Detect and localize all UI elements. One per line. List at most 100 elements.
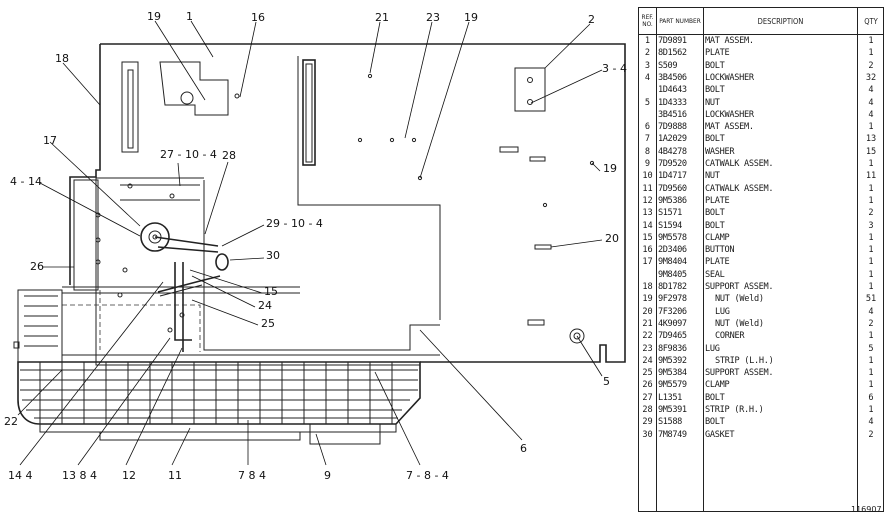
callout-label: 1 — [186, 10, 193, 23]
description-cell: SUPPORT ASSEM. — [705, 282, 774, 292]
qty-cell: 1 — [868, 232, 874, 243]
callout-label: 7 - 8 - 4 — [406, 469, 449, 482]
qty-cell: 2 — [868, 208, 874, 219]
ref-no-cell: 30 — [642, 429, 653, 440]
ref-no-cell: 6 — [644, 122, 651, 133]
qty-cell: 32 — [865, 72, 877, 83]
description-cell: PLATE — [705, 48, 730, 59]
description-cell: LUG — [705, 343, 720, 354]
description-cell: BOLT — [705, 417, 725, 428]
qty-cell: 1 — [868, 355, 874, 366]
part-number-cell: 7M8749 — [658, 429, 687, 440]
description-cell: NUT (Weld) — [715, 318, 764, 329]
ref-no-cell: 26 — [642, 380, 653, 391]
description-cell: PLATE — [705, 257, 730, 268]
callout-label: 19 — [603, 162, 617, 175]
qty-cell: 4 — [868, 109, 874, 120]
part-number-cell: 7D9520 — [658, 159, 687, 169]
callout-label: 25 — [261, 317, 275, 330]
part-number-cell: S509 — [658, 60, 678, 71]
ref-no-cell: 4 — [644, 72, 651, 83]
callout-label: 3 - 4 — [602, 62, 627, 75]
description-cell: BOLT — [705, 220, 725, 231]
column-divider — [656, 8, 657, 511]
ref-no-cell: 18 — [642, 282, 653, 292]
description-cell: PLATE — [705, 195, 730, 206]
qty-cell: 1 — [868, 195, 874, 206]
description-cell: BOLT — [705, 208, 725, 219]
ref-no-cell: 1 — [644, 36, 651, 46]
qty-cell: 1 — [868, 368, 874, 379]
qty-cell: 4 — [868, 306, 874, 317]
description-cell: MAT ASSEM. — [705, 122, 754, 133]
part-number-cell: 9M5578 — [658, 232, 687, 243]
part-number-cell: 4B4278 — [658, 146, 687, 157]
callout-label: 2 — [588, 13, 595, 26]
callout-label: 28 — [222, 149, 236, 162]
column-divider — [857, 8, 858, 511]
ref-no-cell: 12 — [642, 195, 653, 206]
callout-label: 15 — [264, 285, 278, 298]
description-cell: BOLT — [705, 85, 725, 96]
ref-no-cell: 9 — [644, 159, 651, 169]
qty-cell: 11 — [865, 171, 877, 182]
figure-number: 116907 — [851, 505, 882, 514]
support-rails — [13, 286, 440, 363]
qty-cell: 1 — [868, 183, 874, 194]
callout-label: 24 — [258, 299, 272, 312]
part-number-header: PART NUMBER — [659, 16, 701, 25]
callout-label: 22 — [4, 415, 18, 428]
ref-no-cell: 21 — [642, 318, 653, 329]
callout-label: 19 — [464, 11, 478, 24]
ref-no-cell: 17 — [642, 257, 653, 268]
qty-cell: 1 — [868, 380, 874, 391]
qty-cell: 1 — [868, 245, 874, 256]
qty-cell: 2 — [868, 318, 874, 329]
catwalk-grating — [17, 361, 421, 445]
callout-label: 12 — [122, 469, 136, 482]
part-number-cell: L1351 — [658, 392, 682, 403]
ref-no-cell: 3 — [644, 60, 651, 71]
qty-cell: 1 — [868, 48, 874, 59]
qty-cell: 6 — [868, 392, 874, 403]
callout-label: 29 - 10 - 4 — [266, 217, 323, 230]
qty-cell: 3 — [868, 220, 874, 231]
callout-label: 11 — [168, 469, 182, 482]
callout-label: 21 — [375, 11, 389, 24]
description-cell: LUG — [715, 306, 730, 317]
qty-cell: 1 — [868, 159, 874, 169]
part-number-cell: 7D9465 — [658, 331, 687, 342]
ref-no-cell: 16 — [642, 245, 653, 256]
callout-label: 18 — [55, 52, 69, 65]
parts-list-table: REF. NO. PART NUMBER DESCRIPTION QTY 1 7D… — [638, 7, 884, 512]
callout-label: 23 — [426, 11, 440, 24]
callout-labels: 19 1 16 21 23 19 2 3 - 4 18 17 27 - 10 -… — [4, 10, 627, 482]
qty-cell: 1 — [868, 282, 874, 292]
parts-exploded-diagram: 19 1 16 21 23 19 2 3 - 4 18 17 27 - 10 -… — [4, 10, 627, 482]
qty-cell: 51 — [865, 294, 877, 305]
part-number-cell: 7D9560 — [658, 183, 687, 194]
callout-label: 9 — [324, 469, 331, 482]
description-cell: STRIP (L.H.) — [715, 355, 774, 366]
description-cell: NUT — [705, 171, 720, 182]
qty-cell: 2 — [868, 429, 874, 440]
part-number-cell: 7D9891 — [658, 36, 687, 46]
ref-no-cell: 2 — [644, 48, 651, 59]
part-number-cell: 9M5391 — [658, 405, 687, 415]
table-header: REF. NO. PART NUMBER DESCRIPTION QTY — [639, 8, 883, 35]
description-cell: LOCKWASHER — [705, 72, 754, 83]
